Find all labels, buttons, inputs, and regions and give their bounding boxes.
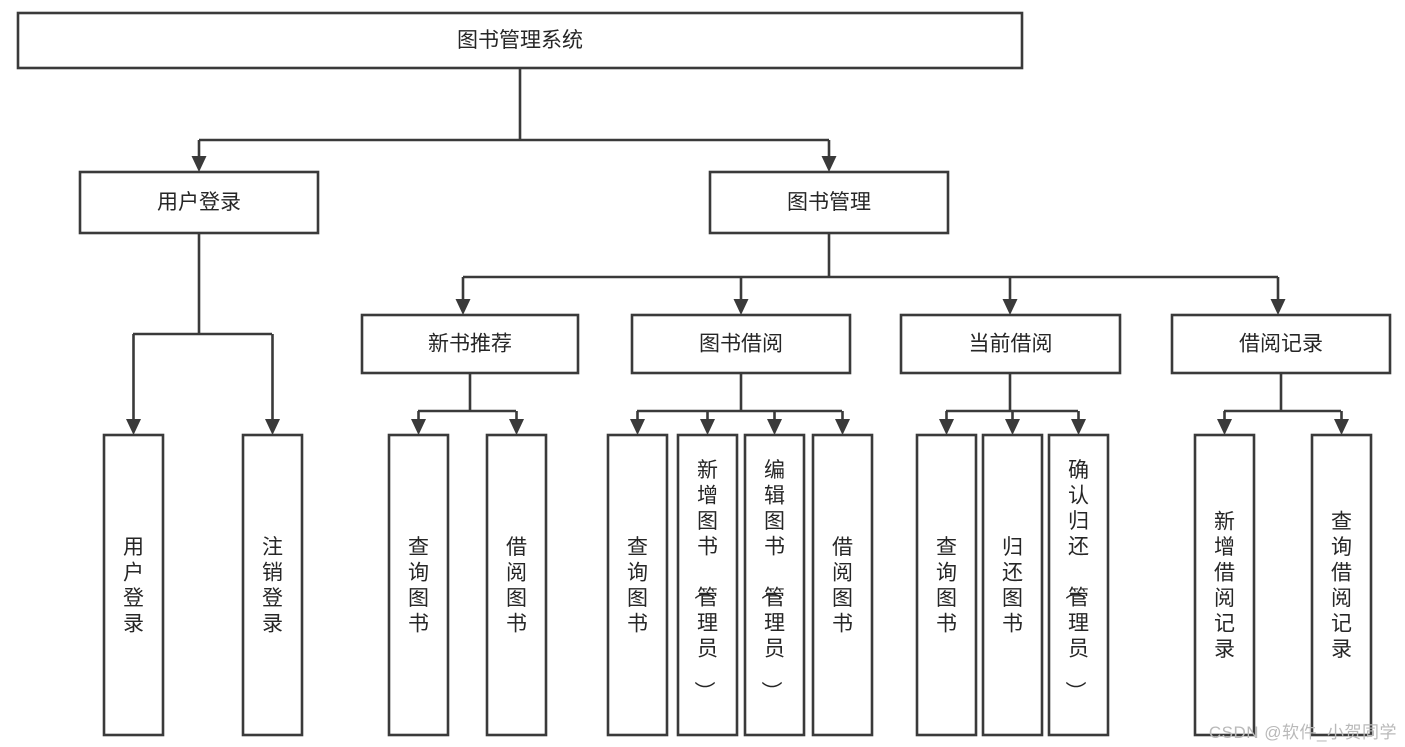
leaf-node-5[interactable]: 新增图书（管理员） [676,433,739,737]
arrow-head-icon [191,156,207,172]
level2-node-0-box[interactable] [360,313,580,375]
root-node-label: 图书管理系统 [457,29,583,52]
leaf-node-0-box[interactable] [102,433,165,737]
level1-node-1-box[interactable] [708,170,950,235]
level2-node-0-label: 新书推荐 [428,333,512,356]
leaf-node-10[interactable]: 确认归还（管理员） [1047,433,1110,737]
leaf-node-11-label: 新增借阅记录 [1214,510,1235,661]
arrow-head-icon [767,419,782,435]
arrow-head-icon [126,419,141,435]
leaf-node-10-box[interactable] [1047,433,1110,737]
leaf-node-8[interactable]: 查询图书 [915,433,978,737]
root-node-box[interactable] [16,11,1024,70]
leaf-node-2[interactable]: 查询图书 [387,433,450,737]
level1-node-0-box[interactable] [78,170,320,235]
leaf-node-12-box[interactable] [1310,433,1373,737]
leaf-node-6-box[interactable] [743,433,806,737]
arrow-head-icon [455,299,471,315]
level1-node-0[interactable]: 用户登录 [78,170,320,235]
leaf-node-2-box[interactable] [387,433,450,737]
level2-node-3-box[interactable] [1170,313,1392,375]
leaf-node-10-label: 确认归还（管理员） [1063,459,1089,702]
leaf-node-11-box[interactable] [1193,433,1256,737]
arrow-head-icon [1002,299,1018,315]
leaf-node-11[interactable]: 新增借阅记录 [1193,433,1256,737]
leaf-node-7-box[interactable] [811,433,874,737]
connector-layer [126,68,1349,435]
leaf-node-6-label: 编辑图书（管理员） [759,459,785,702]
level1-node-0-label: 用户登录 [157,191,241,214]
leaf-node-2-label: 查询图书 [408,536,429,636]
arrow-head-icon [700,419,715,435]
leaf-node-5-label: 新增图书（管理员） [692,459,718,702]
leaf-node-0-label: 用户登录 [123,536,144,636]
leaf-node-8-box[interactable] [915,433,978,737]
leaf-node-12[interactable]: 查询借阅记录 [1310,433,1373,737]
leaf-node-7-label: 借阅图书 [832,536,853,636]
arrow-head-icon [1270,299,1286,315]
arrow-head-icon [835,419,850,435]
leaf-node-9-box[interactable] [981,433,1044,737]
leaf-node-4-box[interactable] [606,433,669,737]
arrow-head-icon [1005,419,1020,435]
level2-node-2[interactable]: 当前借阅 [899,313,1122,375]
leaf-node-3-label: 借阅图书 [506,536,527,636]
level2-node-2-label: 当前借阅 [969,333,1053,356]
level1-node-1-label: 图书管理 [787,191,871,214]
arrow-head-icon [821,156,837,172]
leaf-node-8-label: 查询图书 [936,536,957,636]
arrow-head-icon [265,419,280,435]
arrow-head-icon [1071,419,1086,435]
root-node[interactable]: 图书管理系统 [16,11,1024,70]
level2-node-1[interactable]: 图书借阅 [630,313,852,375]
arrow-head-icon [411,419,426,435]
level2-node-3[interactable]: 借阅记录 [1170,313,1392,375]
leaf-node-6[interactable]: 编辑图书（管理员） [743,433,806,737]
leaf-node-4-label: 查询图书 [627,536,648,636]
arrow-head-icon [630,419,645,435]
level2-node-2-box[interactable] [899,313,1122,375]
arrow-head-icon [1334,419,1349,435]
leaf-node-7[interactable]: 借阅图书 [811,433,874,737]
leaf-node-4[interactable]: 查询图书 [606,433,669,737]
leaf-node-0[interactable]: 用户登录 [102,433,165,737]
arrow-head-icon [733,299,749,315]
leaf-node-1-box[interactable] [241,433,304,737]
leaf-node-9-label: 归还图书 [1002,536,1023,636]
node-layer: 图书管理系统用户登录图书管理新书推荐图书借阅当前借阅借阅记录用户登录注销登录查询… [16,11,1392,737]
leaf-node-5-box[interactable] [676,433,739,737]
leaf-node-1[interactable]: 注销登录 [241,433,304,737]
leaf-node-3[interactable]: 借阅图书 [485,433,548,737]
leaf-node-3-box[interactable] [485,433,548,737]
level1-node-1[interactable]: 图书管理 [708,170,950,235]
leaf-node-9[interactable]: 归还图书 [981,433,1044,737]
level2-node-3-label: 借阅记录 [1239,333,1323,356]
level2-node-1-box[interactable] [630,313,852,375]
level2-node-0[interactable]: 新书推荐 [360,313,580,375]
leaf-node-12-label: 查询借阅记录 [1331,510,1352,661]
leaf-node-1-label: 注销登录 [262,536,283,636]
arrow-head-icon [1217,419,1232,435]
arrow-head-icon [509,419,524,435]
level2-node-1-label: 图书借阅 [699,333,783,356]
arrow-head-icon [939,419,954,435]
